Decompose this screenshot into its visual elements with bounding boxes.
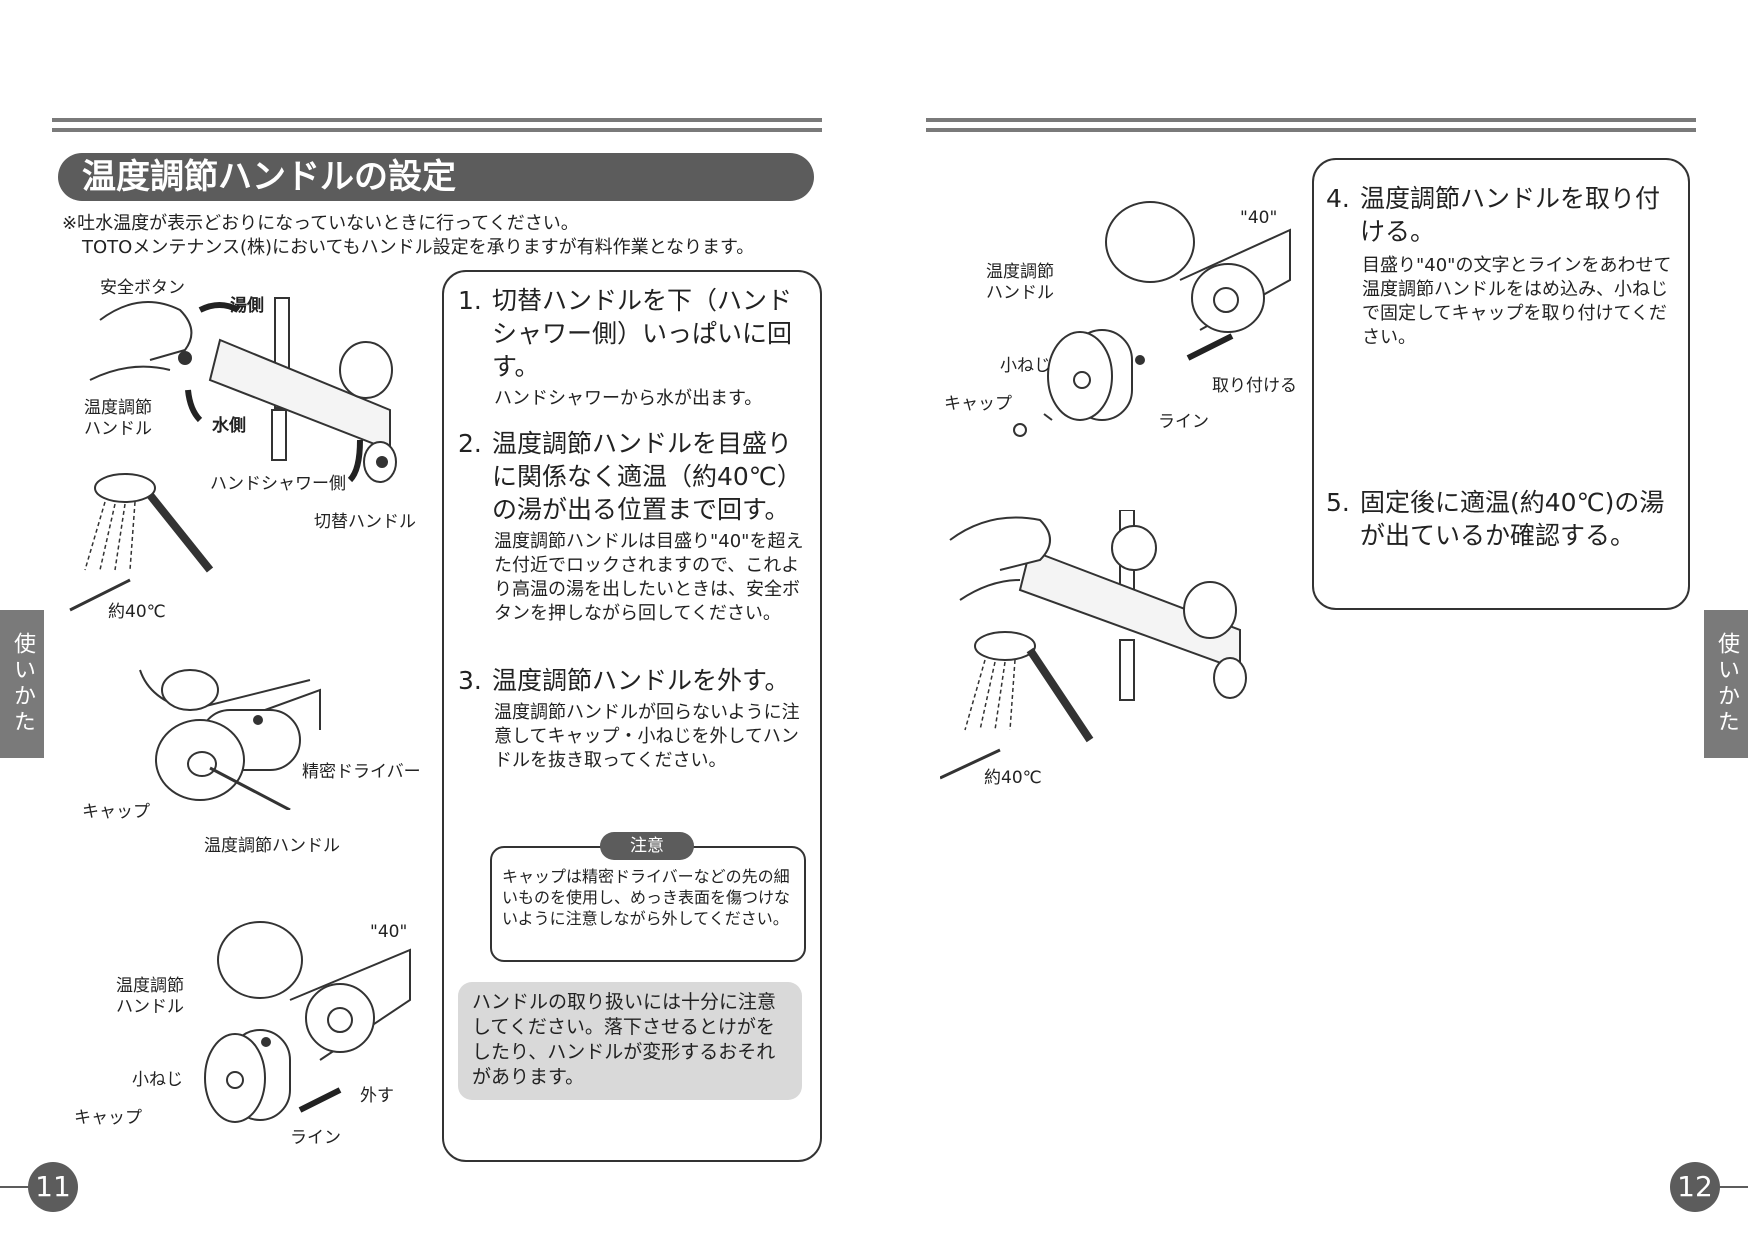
step-3: 3. 温度調節ハンドルを外す。 温度調節ハンドルが回らないように注意してキャップ・… [458,664,810,773]
label-switch-handle: 切替ハンドル [314,512,416,532]
label-approx-40: 約40℃ [108,602,166,622]
label-remove: 外す [360,1086,394,1106]
label-cap-2: キャップ [82,802,150,822]
page-number-left: 11 [28,1162,78,1212]
warning-box: ハンドルの取り扱いには十分に注意してください。落下させるとけがをしたり、ハンドル… [458,982,802,1100]
label-safety-button: 安全ボタン [100,278,185,298]
label-small-screw-4: 小ねじ [1000,356,1051,376]
right-steps-box [1312,158,1690,610]
step-5-title: 固定後に適温(約40℃)の湯が出ているか確認する。 [1360,488,1665,550]
label-cap-3: キャップ [74,1108,142,1128]
step-3-body: 温度調節ハンドルが回らないように注意してキャップ・小ねじを外してハンドルを抜き取… [494,702,800,771]
step-1-body: ハンドシャワーから水が出ます。 [494,388,763,409]
label-temp-handle-3: 温度調節ハンドル [116,976,184,1017]
step-3-title: 温度調節ハンドルを外す。 [492,666,790,695]
step-5-num: 5. [1326,488,1350,517]
figure-faucet-switch [69,297,397,612]
label-cap-4: キャップ [944,394,1012,414]
figure-handle-removal [204,921,411,1123]
note-line-1: ※吐水温度が表示どおりになっていないときに行ってください。 [62,213,579,234]
note-line-2: TOTOメンテナンス(株)においてもハンドル設定を承りますが有料作業となります。 [82,237,755,258]
caution-text: キャップは精密ドライバーなどの先の細いものを使用し、めっき表面を傷つけないように… [502,867,791,928]
label-mark-40-fig4: "40" [1240,208,1278,228]
section-title: 温度調節ハンドルの設定 [58,153,814,201]
label-temp-handle-4: 温度調節ハンドル [986,262,1054,303]
step-4-num: 4. [1326,184,1350,213]
top-rule-left [52,118,822,132]
step-4: 4. 温度調節ハンドルを取り付ける。 目盛り"40"の文字とラインをあわせて温度調… [1326,182,1676,350]
page-number-rule-left [0,1186,30,1188]
label-line-3: ライン [290,1128,341,1148]
label-temp-handle-2: 温度調節ハンドル [204,836,340,856]
label-attach: 取り付ける [1212,376,1297,396]
label-cold-side: 水側 [212,416,246,436]
figure-handle-attach [1013,201,1291,437]
step-4-title: 温度調節ハンドルを取り付ける。 [1360,184,1661,246]
right-steps: 4. 温度調節ハンドルを取り付ける。 目盛り"40"の文字とラインをあわせて温度調… [1326,182,1676,552]
top-rule-right [926,118,1696,132]
step-2: 2.温度調節ハンドルを目盛りに関係なく適温（約40℃）の湯が出る位置まで回す。 … [458,427,810,626]
step-1-title: 切替ハンドルを下（ハンドシャワー側）いっぱいに回す。 [492,286,793,381]
step-4-body: 目盛り"40"の文字とラインをあわせて温度調節ハンドルをはめ込み、小ねじで固定し… [1362,255,1672,348]
caution-label: 注意 [600,832,694,860]
step-2-num: 2. [458,429,482,458]
page-number-right: 12 [1670,1162,1720,1212]
side-tab-right: 使いかた [1704,610,1748,758]
step-3-num: 3. [458,666,482,695]
figure-cap-removal [139,669,321,810]
label-hand-shower-side: ハンドシャワー側 [210,474,346,494]
label-small-screw-3: 小ねじ [132,1070,183,1090]
label-precision-driver: 精密ドライバー [302,762,421,782]
label-approx-40-fig5: 約40℃ [984,768,1042,788]
side-tab-left: 使いかた [0,610,44,758]
label-line-4: ライン [1158,412,1209,432]
step-1-num: 1. [458,286,482,315]
step-2-body: 温度調節ハンドルは目盛り"40"を超えた付近でロックされますので、これより高温の… [494,531,804,624]
step-2-title: 温度調節ハンドルを目盛りに関係なく適温（約40℃）の湯が出る位置まで回す。 [492,429,802,524]
label-hot-side: 湯側 [230,296,264,316]
step-1: 1. 切替ハンドルを下（ハンドシャワー側）いっぱいに回す。 ハンドシャワーから水が… [458,284,810,411]
label-mark-40-fig3: "40" [370,922,408,942]
page-number-rule-right [1718,1186,1748,1188]
left-steps: 1. 切替ハンドルを下（ハンドシャワー側）いっぱいに回す。 ハンドシャワーから水が… [458,284,810,773]
figure-faucet-check [940,510,1247,780]
step-5: 5. 固定後に適温(約40℃)の湯が出ているか確認する。 [1326,486,1676,552]
label-temp-handle-1: 温度調節ハンドル [84,398,152,439]
